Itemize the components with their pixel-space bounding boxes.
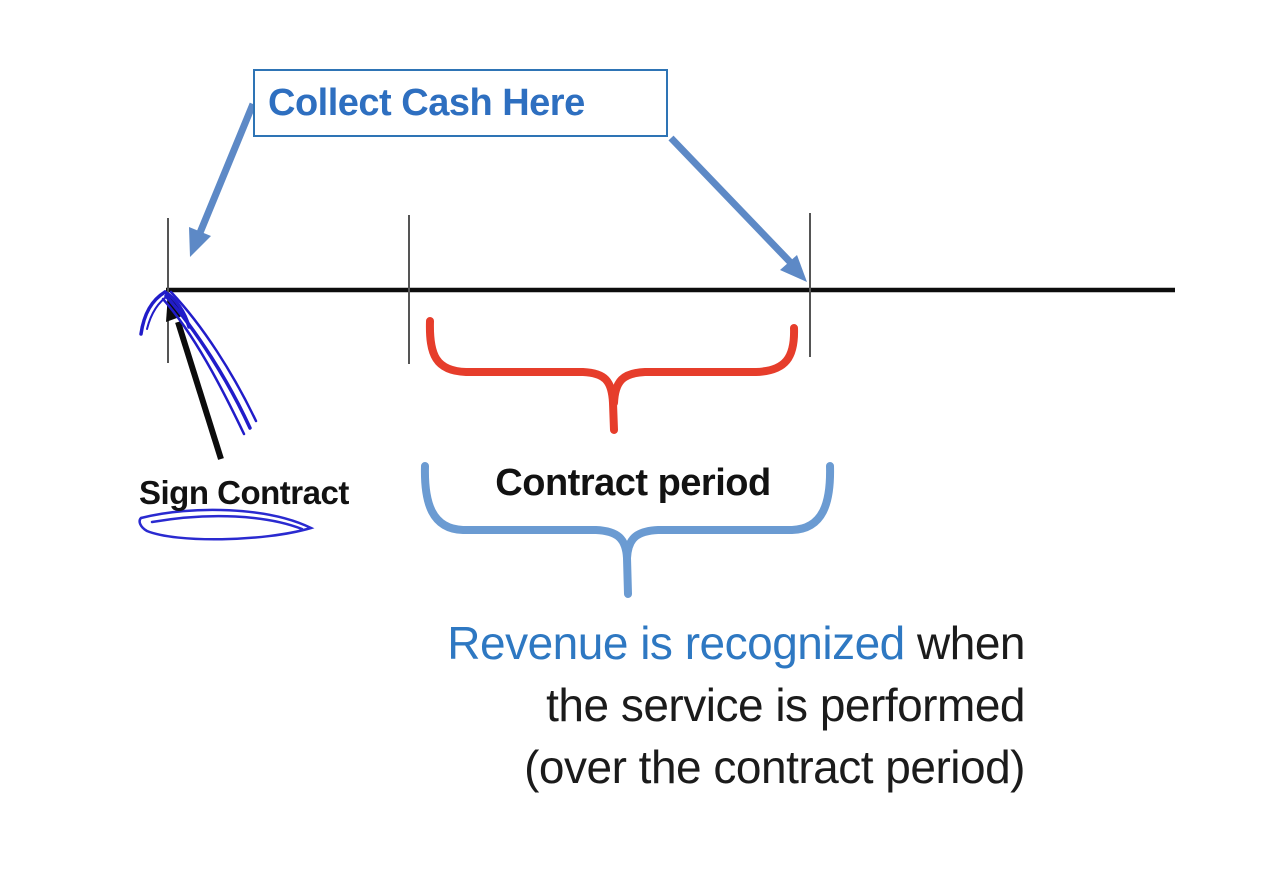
callout-arrow-right-icon xyxy=(668,135,807,282)
blue-underbrace xyxy=(420,462,835,598)
collect-cash-callout: Collect Cash Here xyxy=(253,69,668,137)
revenue-note-line1-highlight: Revenue is recognized xyxy=(447,617,905,669)
revenue-note-line1-rest: when xyxy=(904,617,1025,669)
sign-contract-label: Sign Contract xyxy=(139,474,349,511)
pen-scribble-arrow xyxy=(139,290,258,436)
revenue-note-line3: (over the contract period) xyxy=(524,741,1025,793)
collect-cash-label: Collect Cash Here xyxy=(268,81,585,124)
revenue-note-line2: the service is performed xyxy=(546,679,1025,731)
callout-arrow-left-icon xyxy=(189,102,257,257)
pen-underline-oval xyxy=(138,508,315,541)
contract-period-label: Contract period xyxy=(495,462,771,504)
revenue-note: Revenue is recognized when the service i… xyxy=(447,612,1025,798)
revenue-note-line1: Revenue is recognized when xyxy=(447,612,1025,674)
red-underbrace xyxy=(425,317,799,434)
